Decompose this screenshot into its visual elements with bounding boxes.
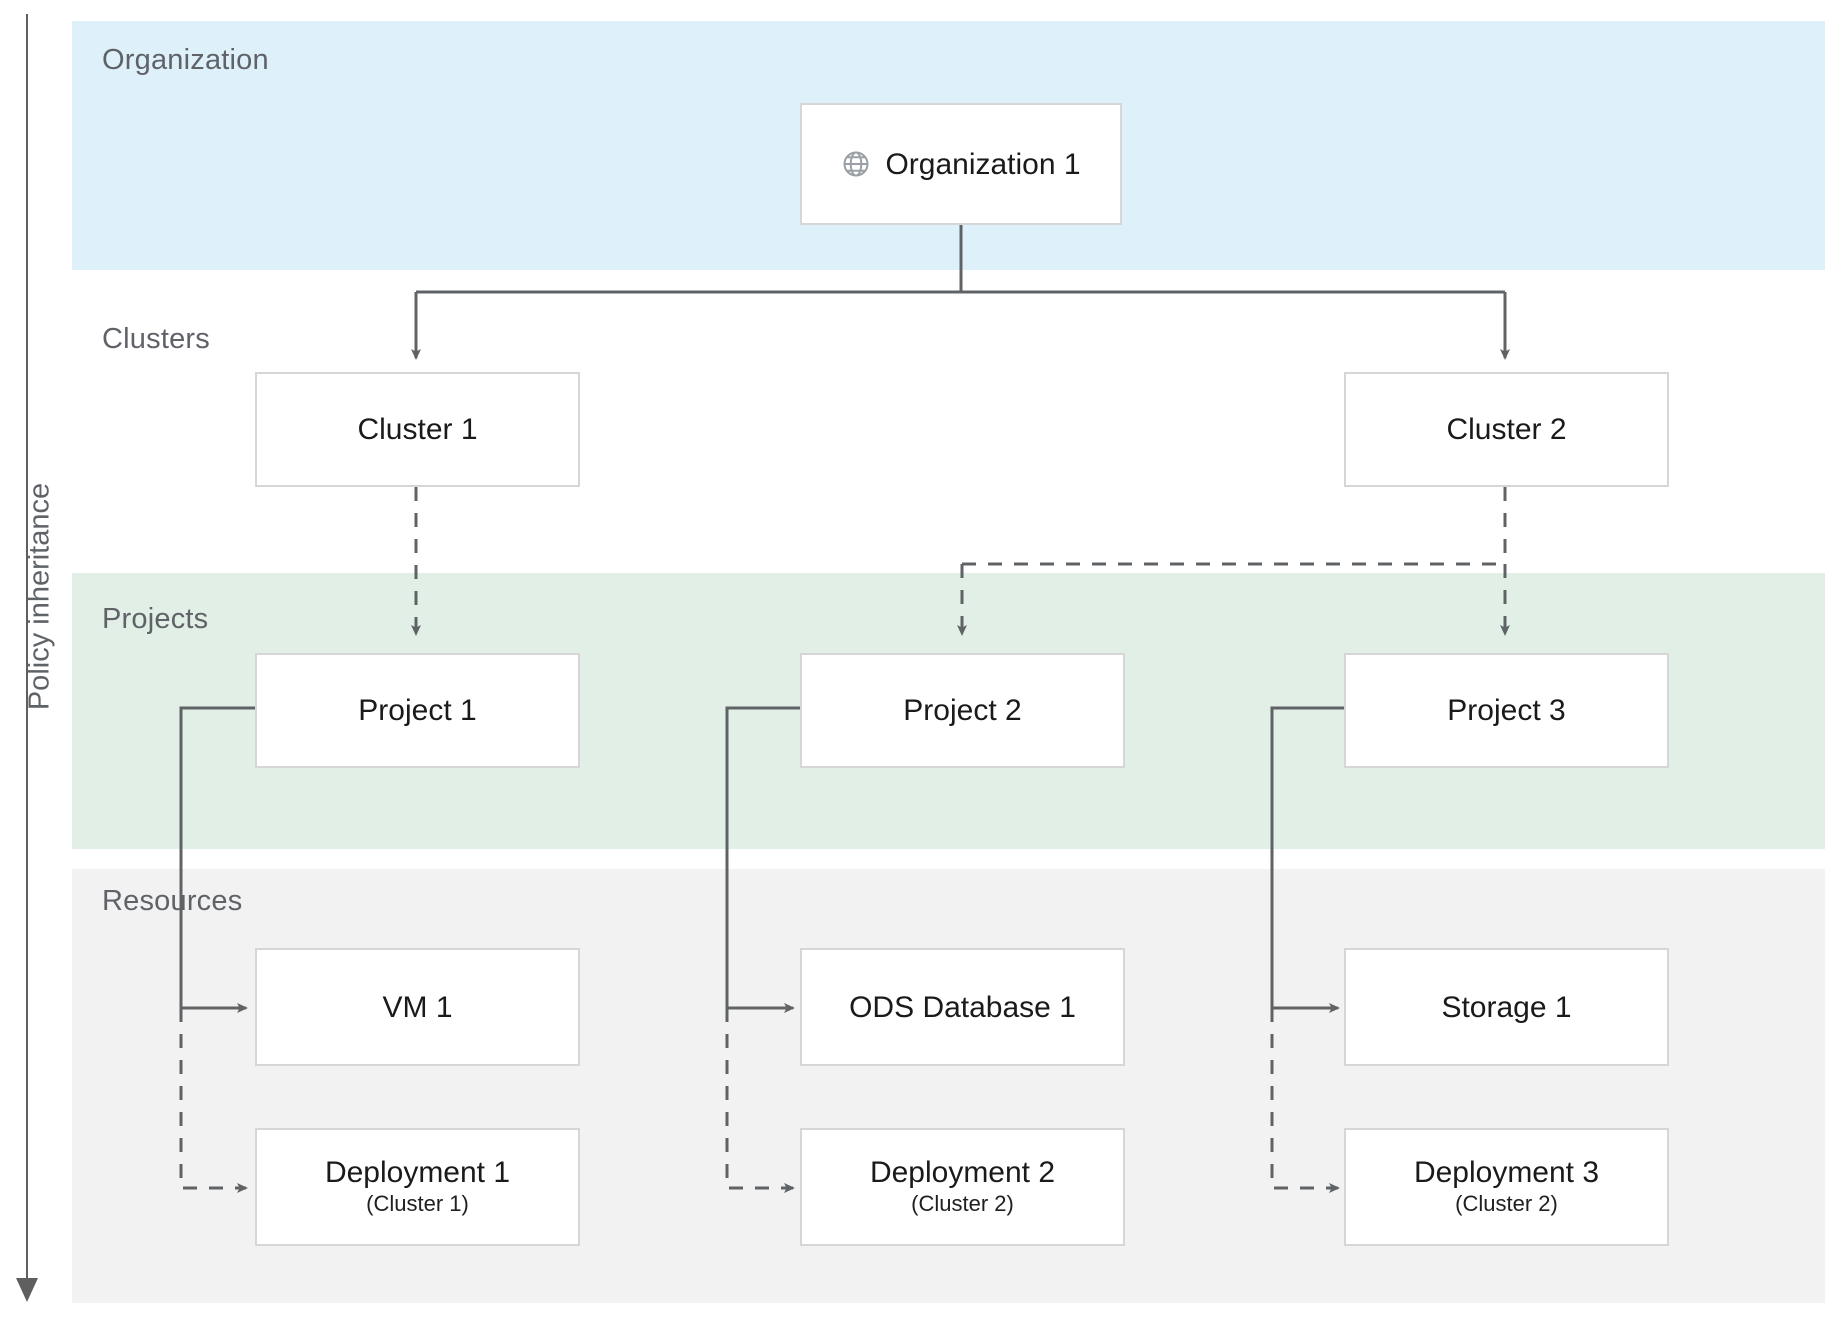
node-label: Cluster 2 bbox=[1446, 413, 1567, 446]
node-label: Deployment 3 bbox=[1413, 1156, 1600, 1190]
node-ods-database-1[interactable]: ODS Database 1 bbox=[800, 948, 1125, 1066]
node-label: Project 3 bbox=[1447, 694, 1566, 727]
tier-label-resources: Resources bbox=[102, 885, 243, 917]
node-label: Deployment 1 bbox=[324, 1156, 511, 1190]
tier-label-clusters: Clusters bbox=[102, 323, 210, 355]
node-label: Deployment 2 bbox=[869, 1156, 1056, 1190]
node-vm-1[interactable]: VM 1 bbox=[255, 948, 580, 1066]
node-cluster-2[interactable]: Cluster 2 bbox=[1344, 372, 1669, 487]
node-label: ODS Database 1 bbox=[849, 990, 1076, 1024]
node-sublabel: (Cluster 2) bbox=[911, 1191, 1014, 1217]
node-label: Cluster 1 bbox=[357, 413, 478, 446]
tier-label-organization: Organization bbox=[102, 44, 269, 76]
node-label: VM 1 bbox=[382, 990, 453, 1024]
node-sublabel: (Cluster 2) bbox=[1455, 1191, 1558, 1217]
node-storage-1[interactable]: Storage 1 bbox=[1344, 948, 1669, 1066]
policy-inheritance-arrow-head bbox=[16, 1278, 38, 1302]
node-label: Project 1 bbox=[358, 694, 477, 727]
node-deployment-2[interactable]: Deployment 2 (Cluster 2) bbox=[800, 1128, 1125, 1246]
node-sublabel: (Cluster 1) bbox=[366, 1191, 469, 1217]
node-label: Organization 1 bbox=[885, 147, 1081, 181]
node-cluster-1[interactable]: Cluster 1 bbox=[255, 372, 580, 487]
node-organization-1[interactable]: Organization 1 bbox=[800, 103, 1122, 225]
tier-label-projects: Projects bbox=[102, 603, 209, 635]
node-deployment-1[interactable]: Deployment 1 (Cluster 1) bbox=[255, 1128, 580, 1246]
node-label: Storage 1 bbox=[1441, 990, 1572, 1024]
node-label: Project 2 bbox=[903, 694, 1022, 727]
node-project-3[interactable]: Project 3 bbox=[1344, 653, 1669, 768]
node-project-1[interactable]: Project 1 bbox=[255, 653, 580, 768]
policy-inheritance-axis-line bbox=[26, 14, 28, 1284]
node-project-2[interactable]: Project 2 bbox=[800, 653, 1125, 768]
policy-inheritance-label: Policy inheritance bbox=[23, 482, 56, 711]
globe-icon bbox=[841, 149, 871, 179]
node-deployment-3[interactable]: Deployment 3 (Cluster 2) bbox=[1344, 1128, 1669, 1246]
